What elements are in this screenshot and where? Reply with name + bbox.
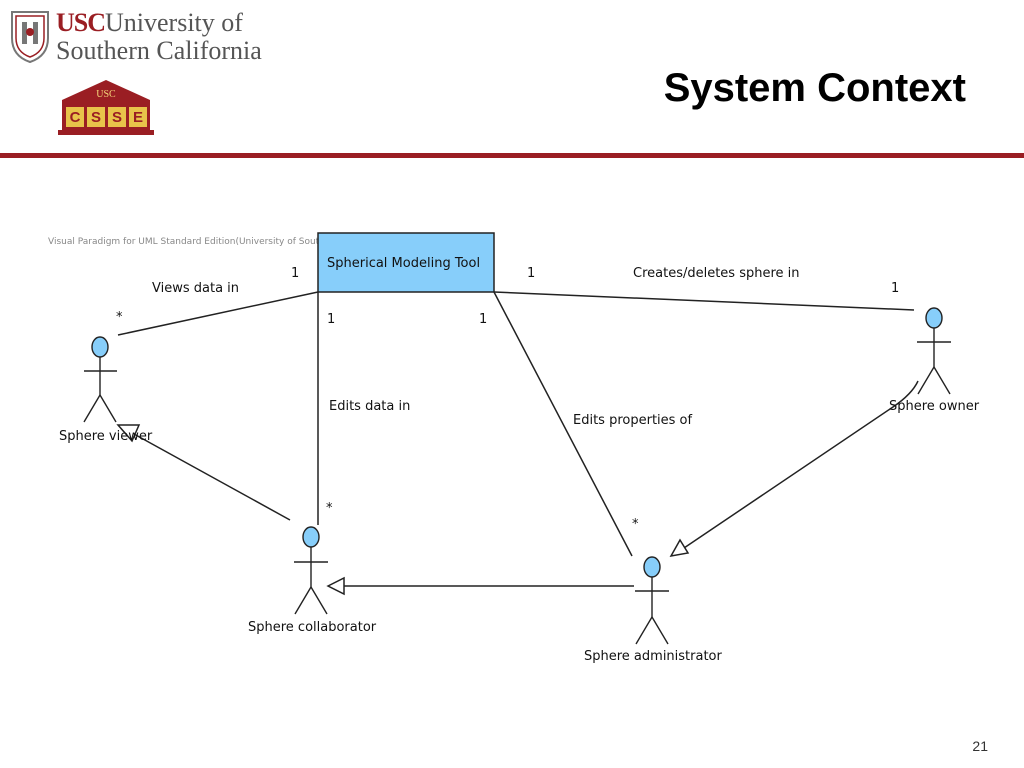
actor-sphere-owner: Sphere owner xyxy=(889,307,980,414)
slide-title: System Context xyxy=(663,66,966,110)
page-number: 21 xyxy=(972,738,988,754)
actor-sphere-viewer: Sphere viewer xyxy=(59,336,153,444)
actor-label: Sphere viewer xyxy=(59,429,153,444)
actor-label: Sphere owner xyxy=(889,399,980,414)
edits-properties-label: Edits properties of xyxy=(573,413,693,428)
creates-label: Creates/deletes sphere in xyxy=(633,266,800,281)
csse-top-label: USC xyxy=(96,89,116,100)
usc-seal-icon xyxy=(11,11,49,64)
csse-letter-s1: S xyxy=(91,109,101,126)
mult-views-actor: * xyxy=(116,310,123,325)
actor-label: Sphere collaborator xyxy=(248,620,377,635)
csse-letters: C S S E xyxy=(66,107,147,127)
stick-figure-icon xyxy=(83,336,117,423)
mult-props-actor: * xyxy=(632,517,639,532)
stick-figure-icon xyxy=(294,526,328,615)
generalization-admin-collaborator xyxy=(326,576,634,596)
usc-abbr: USC xyxy=(56,8,106,37)
views-label: Views data in xyxy=(152,281,239,296)
actor-sphere-administrator: Sphere administrator xyxy=(584,556,723,664)
usc-wordmark: USCUniversity of Southern California xyxy=(56,10,262,64)
mult-edits-system: 1 xyxy=(327,312,335,327)
csse-logo: USC C S S E xyxy=(58,80,154,135)
edits-properties-association xyxy=(493,291,633,557)
mult-creates-actor: 1 xyxy=(891,281,899,296)
usc-southern-california-text: Southern California xyxy=(56,36,262,65)
mult-edits-actor: * xyxy=(326,501,333,516)
csse-letter-s2: S xyxy=(112,109,122,126)
mult-views-system: 1 xyxy=(291,266,299,281)
generalization-admin-owner xyxy=(669,380,919,558)
system-label: Spherical Modeling Tool xyxy=(327,256,480,271)
usc-logo: USCUniversity of Southern California xyxy=(8,8,262,68)
stick-figure-icon xyxy=(635,556,669,645)
views-association xyxy=(117,291,319,336)
mult-creates-system: 1 xyxy=(527,266,535,281)
usc-university-text: University of xyxy=(105,8,243,37)
csse-letter-e: E xyxy=(133,109,143,126)
tool-watermark: Visual Paradigm for UML Standard Edition… xyxy=(48,237,389,247)
creates-association xyxy=(493,291,915,311)
csse-letter-c: C xyxy=(70,109,81,126)
system-box xyxy=(317,232,495,293)
edits-data-label: Edits data in xyxy=(329,399,410,414)
mult-props-system: 1 xyxy=(479,312,487,327)
generalization-collaborator-viewer xyxy=(116,424,291,521)
stick-figure-icon xyxy=(917,307,951,395)
actor-sphere-collaborator: Sphere collaborator xyxy=(248,526,377,635)
actor-label: Sphere administrator xyxy=(584,649,723,664)
header-rule xyxy=(0,153,1024,158)
